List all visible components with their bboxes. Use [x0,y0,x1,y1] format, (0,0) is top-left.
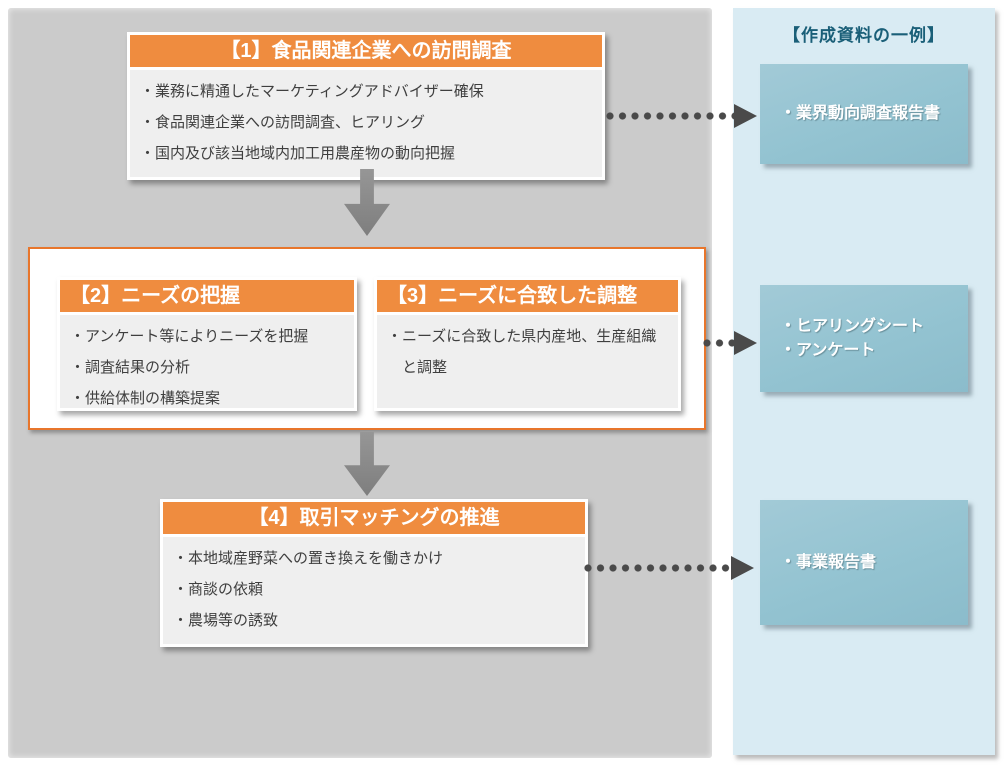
step-1-bullet: ・業務に精通したマーケティングアドバイザー確保 [140,83,484,100]
arrowhead-right-icon [731,556,754,580]
step-2-box: 【2】ニーズの把握 ・アンケート等によりニーズを把握 ・調査結果の分析 ・供給体… [57,277,357,411]
step-4-bullet: ・農場等の誘致 [173,612,279,629]
step-3-box: 【3】ニーズに合致した調整 ・ニーズに合致した県内産地、生産組織と調整 [374,277,681,411]
step-2-header: 【2】ニーズの把握 [60,280,354,312]
step-3-bullet: ・ニーズに合致した県内産地、生産組織と調整 [387,328,657,376]
step-1-box: 【1】食品関連企業への訪問調査 ・業務に精通したマーケティングアドバイザー確保 … [127,32,605,180]
step-2-3-group: 【2】ニーズの把握 ・アンケート等によりニーズを把握 ・調査結果の分析 ・供給体… [28,247,706,430]
step-4-bullet: ・商談の依頼 [173,581,264,598]
step-2-body: ・アンケート等によりニーズを把握 ・調査結果の分析 ・供給体制の構築提案 [60,315,354,408]
output-box-2: ・ヒアリングシート ・アンケート [760,285,968,392]
dotted-arrow-1 [606,104,757,128]
step-1-body: ・業務に精通したマーケティングアドバイザー確保 ・食品関連企業への訪問調査、ヒア… [130,70,602,177]
dotted-line [584,564,731,572]
step-2-bullet: ・供給体制の構築提案 [70,390,221,407]
step-2-bullet: ・調査結果の分析 [70,359,191,376]
step-1-header: 【1】食品関連企業への訪問調査 [130,35,602,67]
outputs-panel-title: 【作成資料の一例】 [783,26,945,45]
step-2-bullet: ・アンケート等によりニーズを把握 [70,328,309,345]
arrowhead-right-icon [734,331,757,355]
step-4-body: ・本地域産野菜への置き換えを働きかけ ・商談の依頼 ・農場等の誘致 [163,537,585,644]
output-line: ・事業報告書 [780,553,877,571]
step-4-header: 【4】取引マッチングの推進 [163,502,585,534]
output-line: ・アンケート [780,341,876,359]
arrowhead-right-icon [734,104,757,128]
step-3-header: 【3】ニーズに合致した調整 [377,280,678,312]
step-1-bullet: ・国内及び該当地域内加工用農産物の動向把握 [140,145,456,162]
step-3-body: ・ニーズに合致した県内産地、生産組織と調整 [377,315,678,408]
step-4-bullet: ・本地域産野菜への置き換えを働きかけ [173,550,444,567]
output-line: ・ヒアリングシート [780,317,925,335]
dotted-arrow-3 [584,556,754,580]
dotted-line [703,339,734,347]
step-1-bullet: ・食品関連企業への訪問調査、ヒアリング [140,114,426,131]
step-4-box: 【4】取引マッチングの推進 ・本地域産野菜への置き換えを働きかけ ・商談の依頼 … [160,499,588,647]
output-box-1: ・業界動向調査報告書 [760,64,968,164]
dotted-arrow-2 [703,331,757,355]
output-box-3: ・事業報告書 [760,500,968,625]
output-line: ・業界動向調査報告書 [780,105,941,122]
dotted-line [606,112,734,120]
